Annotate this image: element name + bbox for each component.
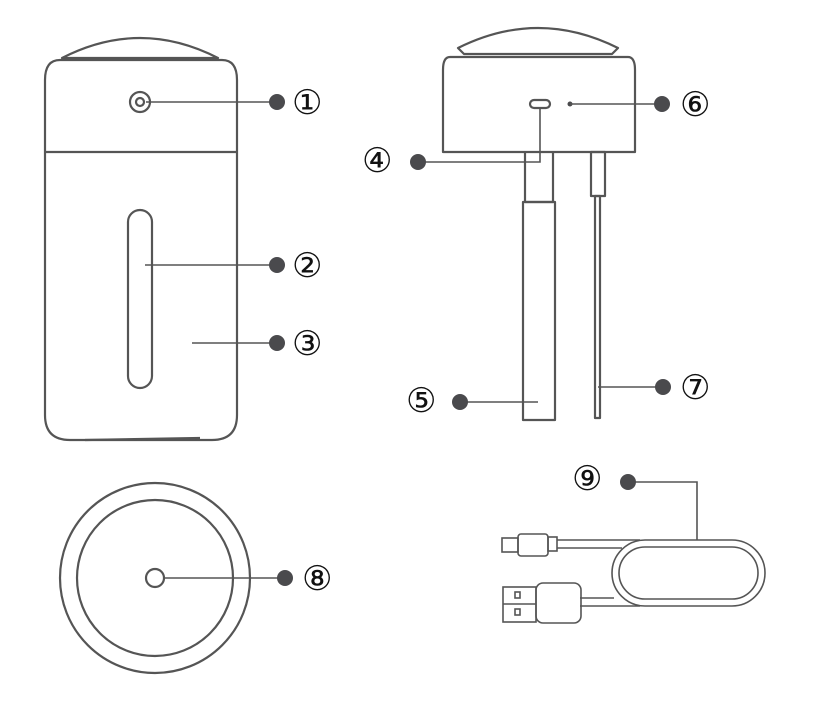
usb-port-icon (528, 98, 552, 110)
usb-cable (501, 533, 766, 624)
callout-2: ② (292, 246, 322, 286)
micro-usb-plug-icon (501, 537, 519, 553)
callout-4: ④ (362, 141, 392, 181)
callout-5: ⑤ (406, 381, 436, 421)
wick-holder (523, 152, 555, 204)
cotton-wick (521, 200, 557, 422)
base-foot (84, 436, 201, 442)
callout-9: ⑨ (572, 459, 602, 499)
body-outline (43, 58, 239, 442)
lid-top (60, 37, 220, 60)
atomizer-rod (593, 194, 602, 420)
callout-8: ⑧ (302, 559, 332, 599)
callout-7: ⑦ (680, 368, 710, 408)
air-outlet-icon (144, 567, 166, 589)
callout-3: ③ (292, 324, 322, 364)
callout-1: ① (292, 83, 322, 123)
humidifier-head (441, 26, 637, 422)
callout-6: ⑥ (680, 85, 710, 125)
water-window (126, 208, 154, 390)
humidifier-assembled (43, 37, 239, 442)
rod-holder (589, 150, 607, 198)
